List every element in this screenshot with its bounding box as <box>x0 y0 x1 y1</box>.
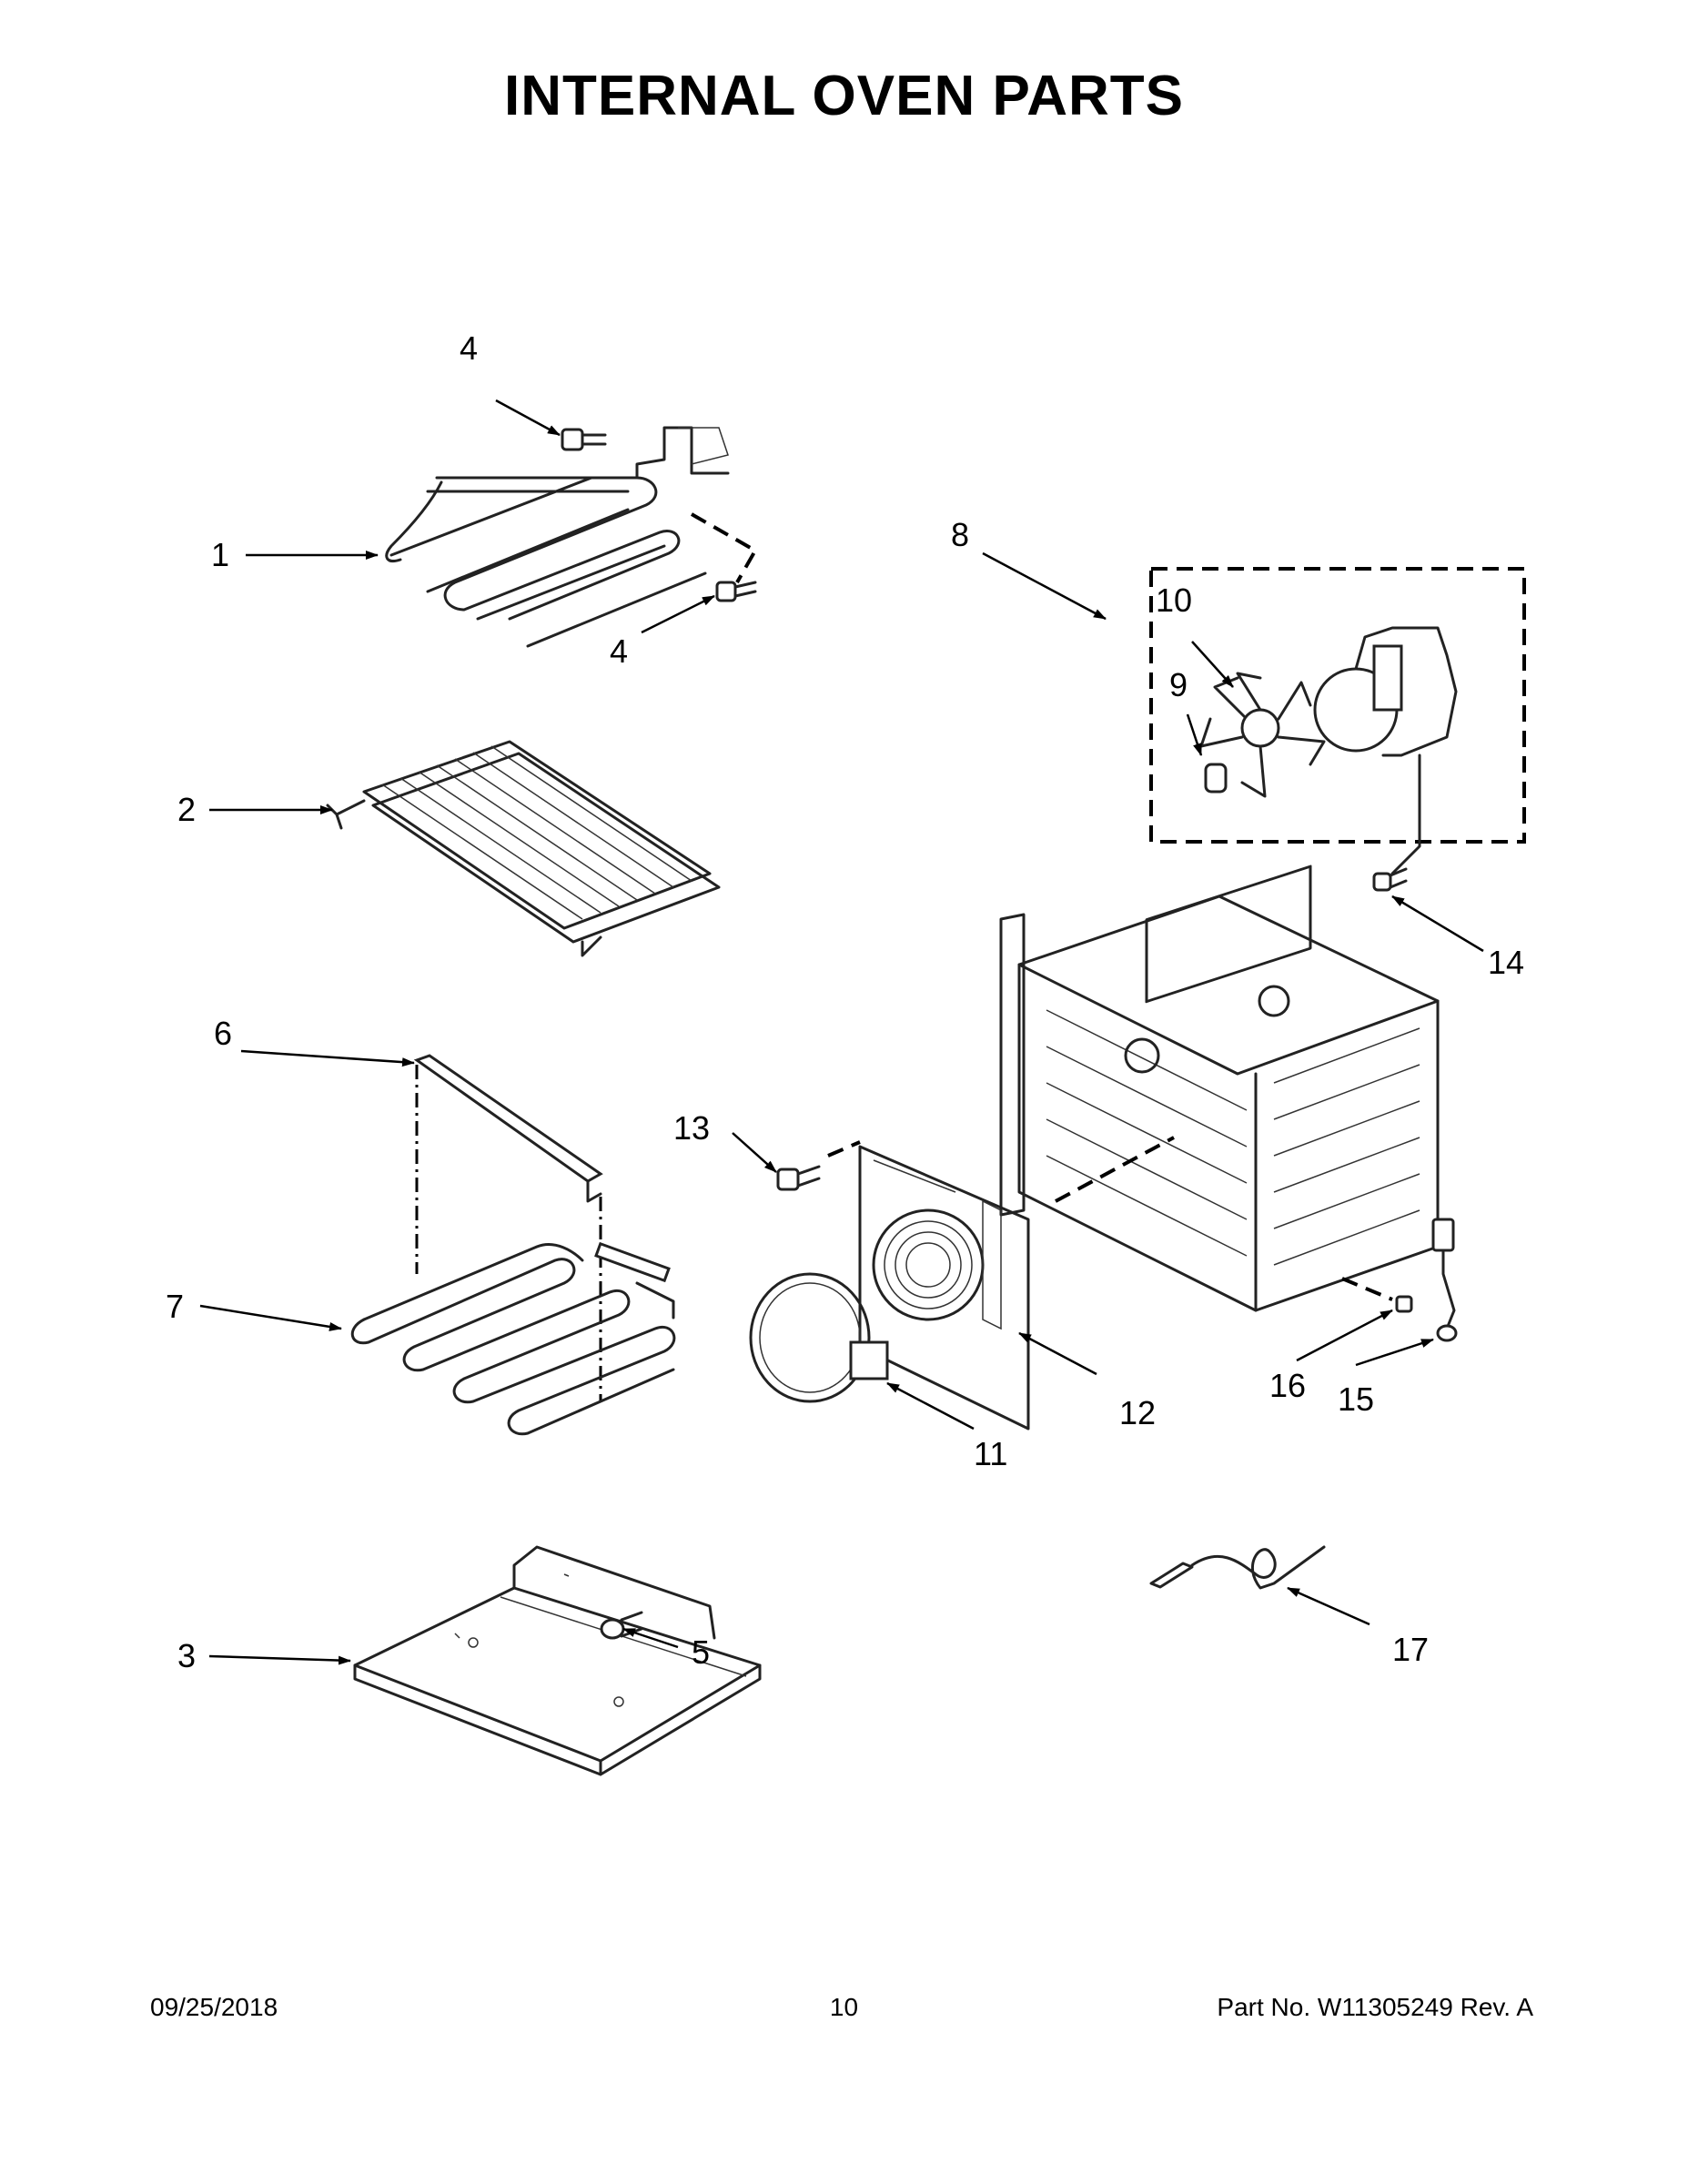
callout-9: 9 <box>1169 666 1188 703</box>
shield-part-6 <box>413 1054 603 1203</box>
callout-1: 1 <box>211 536 229 573</box>
footer-page-number: 10 <box>829 1993 859 2021</box>
broil-element-part-1 <box>385 426 730 648</box>
callout-3: 3 <box>177 1637 196 1674</box>
convection-motor <box>1313 626 1458 875</box>
callout-15: 15 <box>1338 1380 1374 1418</box>
callout-8: 8 <box>951 516 969 553</box>
convection-element-part-11 <box>749 1272 889 1403</box>
bottom-panel-part-3 <box>353 1545 762 1776</box>
screw-13 <box>776 1165 821 1191</box>
meat-probe-part-17 <box>1149 1545 1326 1590</box>
sensor-part-15 <box>1431 1218 1458 1342</box>
callout-4-top: 4 <box>460 329 478 367</box>
leader-arrows <box>199 399 1484 1665</box>
callout-13: 13 <box>673 1109 710 1147</box>
callout-11: 11 <box>974 1435 1007 1472</box>
callout-6: 6 <box>214 1015 232 1052</box>
screw-4b <box>715 581 757 602</box>
callout-17: 17 <box>1392 1631 1429 1668</box>
page-title: INTERNAL OVEN PARTS <box>504 65 1184 127</box>
nut-16 <box>1395 1295 1413 1313</box>
callout-5: 5 <box>692 1633 710 1671</box>
callout-4-bottom: 4 <box>610 632 628 670</box>
footer-date: 09/25/2018 <box>150 1993 278 2021</box>
footer-part-number: Part No. W11305249 Rev. A <box>1217 1993 1533 2021</box>
oven-cavity <box>999 864 1440 1312</box>
screw-4a <box>561 428 607 451</box>
callout-14: 14 <box>1488 944 1524 981</box>
convection-assembly-box-part-8 <box>1149 567 1526 844</box>
callout-16: 16 <box>1269 1367 1306 1404</box>
callout-10: 10 <box>1156 581 1192 619</box>
callout-2: 2 <box>177 791 196 828</box>
screw-14 <box>1372 867 1408 892</box>
convection-fan-blade-part-10 <box>1199 672 1326 798</box>
bake-element-part-7 <box>351 1241 676 1436</box>
oven-rack-part-2 <box>326 740 721 957</box>
callout-12: 12 <box>1119 1394 1156 1431</box>
fan-nut-part-9 <box>1204 763 1228 794</box>
callout-7: 7 <box>166 1288 184 1325</box>
rear-panel-part-12 <box>858 1145 1030 1431</box>
